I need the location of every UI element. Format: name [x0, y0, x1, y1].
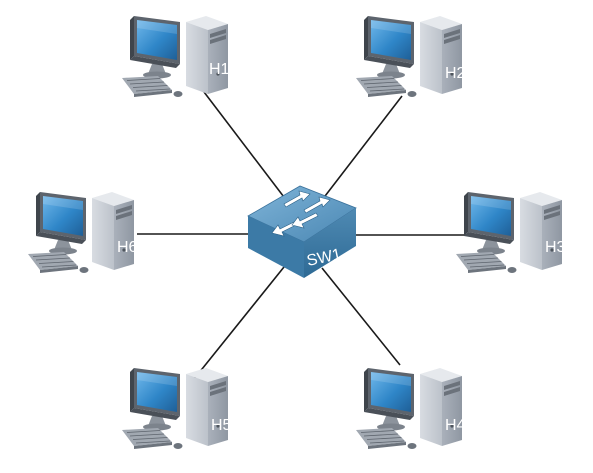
host-h3[interactable]: H3	[455, 191, 566, 274]
switch-label: SW1	[305, 246, 343, 270]
link-h5	[189, 261, 289, 385]
host-label-h6: H6	[117, 239, 138, 256]
host-label-h5: H5	[211, 417, 232, 434]
host-label-h2: H2	[445, 65, 466, 82]
host-label-h3: H3	[545, 239, 566, 256]
switch-icon	[247, 185, 357, 278]
links	[137, 91, 477, 385]
host-h2[interactable]: H2	[355, 15, 466, 98]
host-h1[interactable]: H1	[121, 15, 230, 98]
host-h6[interactable]: H6	[27, 191, 138, 274]
switch-sw1[interactable]: SW1	[247, 185, 357, 278]
link-h4	[321, 267, 401, 366]
link-h1	[203, 91, 291, 206]
link-h2	[321, 95, 403, 201]
host-h5[interactable]: H5	[121, 367, 232, 450]
host-label-h1: H1	[209, 61, 230, 78]
host-label-h4: H4	[445, 417, 466, 434]
host-h4[interactable]: H4	[355, 367, 466, 450]
